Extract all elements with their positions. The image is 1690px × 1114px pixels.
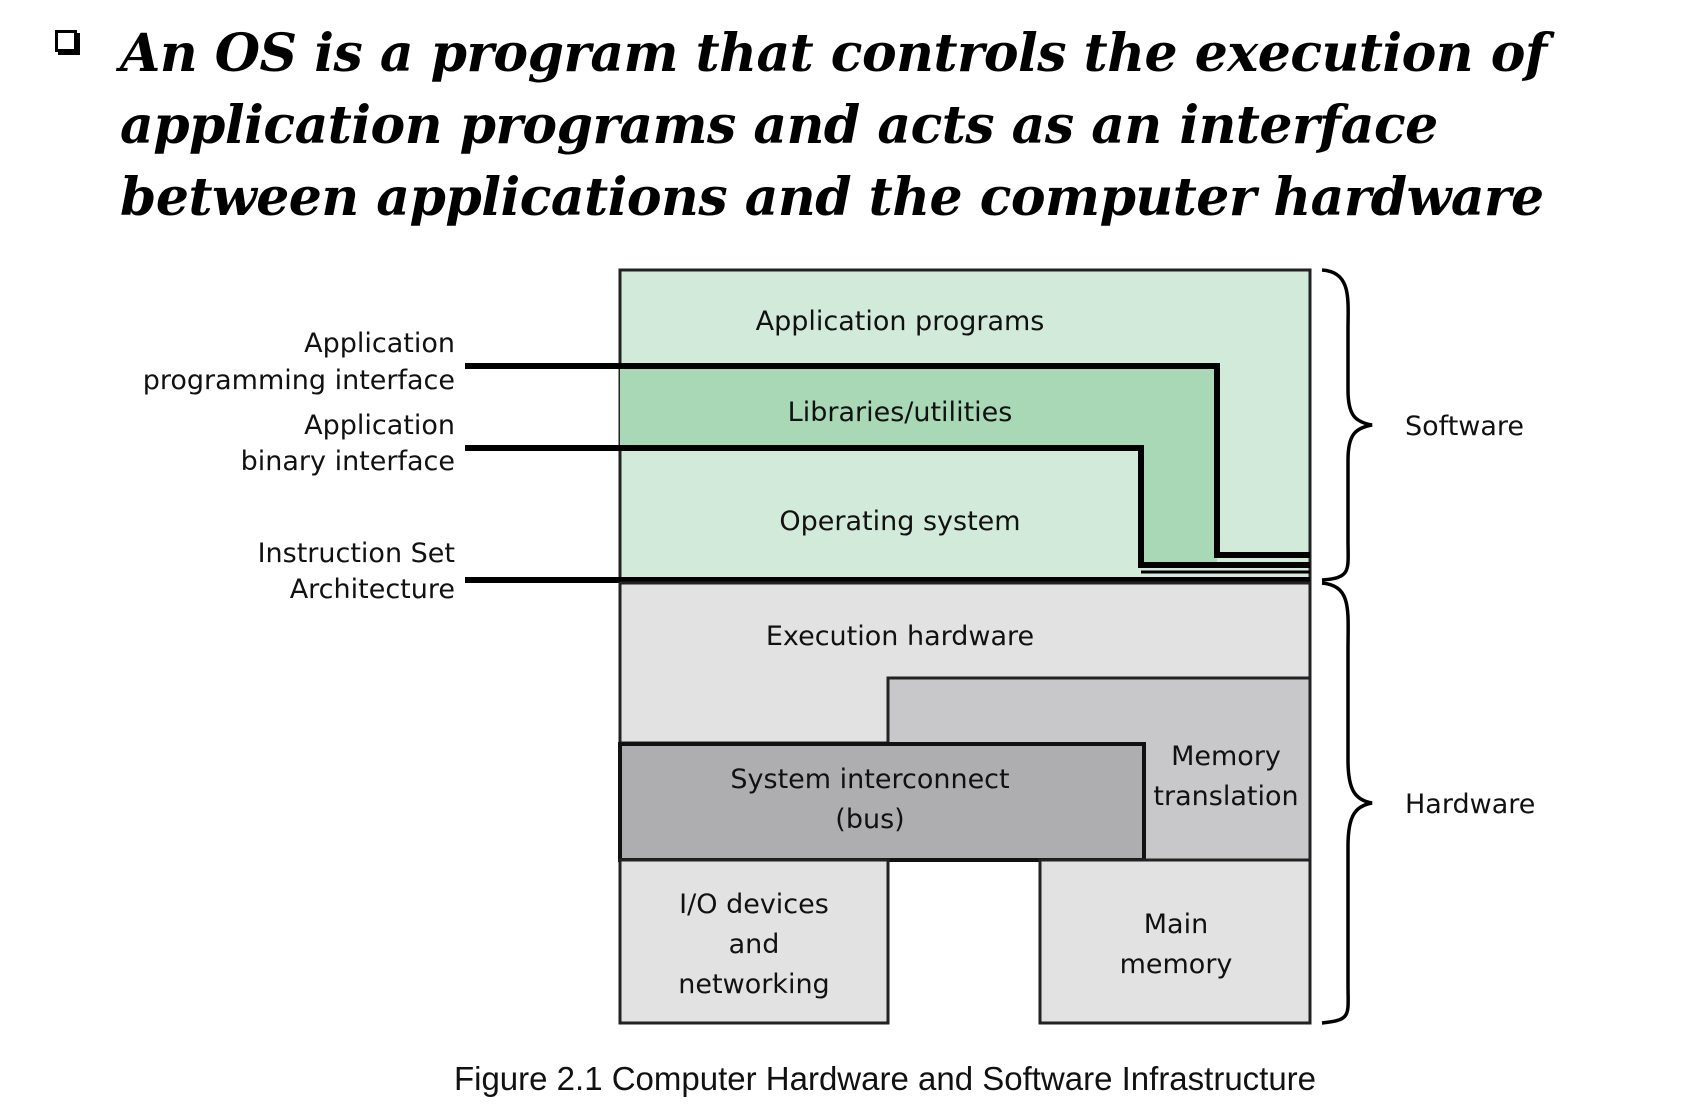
hardware-brace-icon — [1321, 581, 1373, 1025]
label-api-1: Application — [304, 328, 455, 359]
label-api-2: programming interface — [143, 365, 455, 396]
figure-caption: Figure 2.1 Computer Hardware and Softwar… — [453, 1060, 1317, 1097]
main-memory-block — [1038, 858, 1312, 1025]
label-io-devices-1: I/O devices — [679, 889, 829, 920]
slide-heading: An OS is a program that controls the exe… — [120, 18, 1650, 234]
label-libraries-utilities: Libraries/utilities — [788, 397, 1013, 428]
label-hardware: Hardware — [1405, 789, 1535, 820]
label-execution-hardware: Execution hardware — [766, 621, 1034, 652]
label-isa-2: Architecture — [290, 574, 455, 605]
libraries-band — [620, 366, 1217, 565]
label-abi-1: Application — [304, 410, 455, 441]
heading-line-3: between applications and the computer ha… — [120, 167, 1544, 228]
heading-line-1: An OS is a program that controls the exe… — [120, 23, 1547, 84]
label-isa-1: Instruction Set — [258, 538, 455, 569]
label-main-memory-2: memory — [1120, 949, 1233, 980]
label-io-devices-2: and — [729, 929, 780, 960]
label-application-programs: Application programs — [756, 306, 1045, 337]
label-main-memory-1: Main — [1144, 909, 1208, 940]
system-interconnect-block — [618, 742, 1146, 862]
label-io-devices-3: networking — [678, 969, 829, 1000]
heading-line-2: application programs and acts as an inte… — [120, 95, 1438, 156]
label-software: Software — [1405, 411, 1524, 442]
label-operating-system: Operating system — [779, 506, 1020, 537]
checkbox-bullet-icon — [55, 30, 77, 52]
io-devices-block — [618, 858, 890, 1025]
api-boundary-line — [465, 363, 1310, 558]
label-memory-translation-1: Memory — [1171, 741, 1281, 772]
label-abi-2: binary interface — [241, 446, 455, 477]
label-system-interconnect-1: System interconnect — [730, 764, 1009, 795]
label-system-interconnect-2: (bus) — [835, 804, 904, 835]
abi-boundary-line — [465, 445, 1310, 568]
label-memory-translation-2: translation — [1153, 781, 1298, 812]
software-brace-icon — [1321, 268, 1373, 582]
